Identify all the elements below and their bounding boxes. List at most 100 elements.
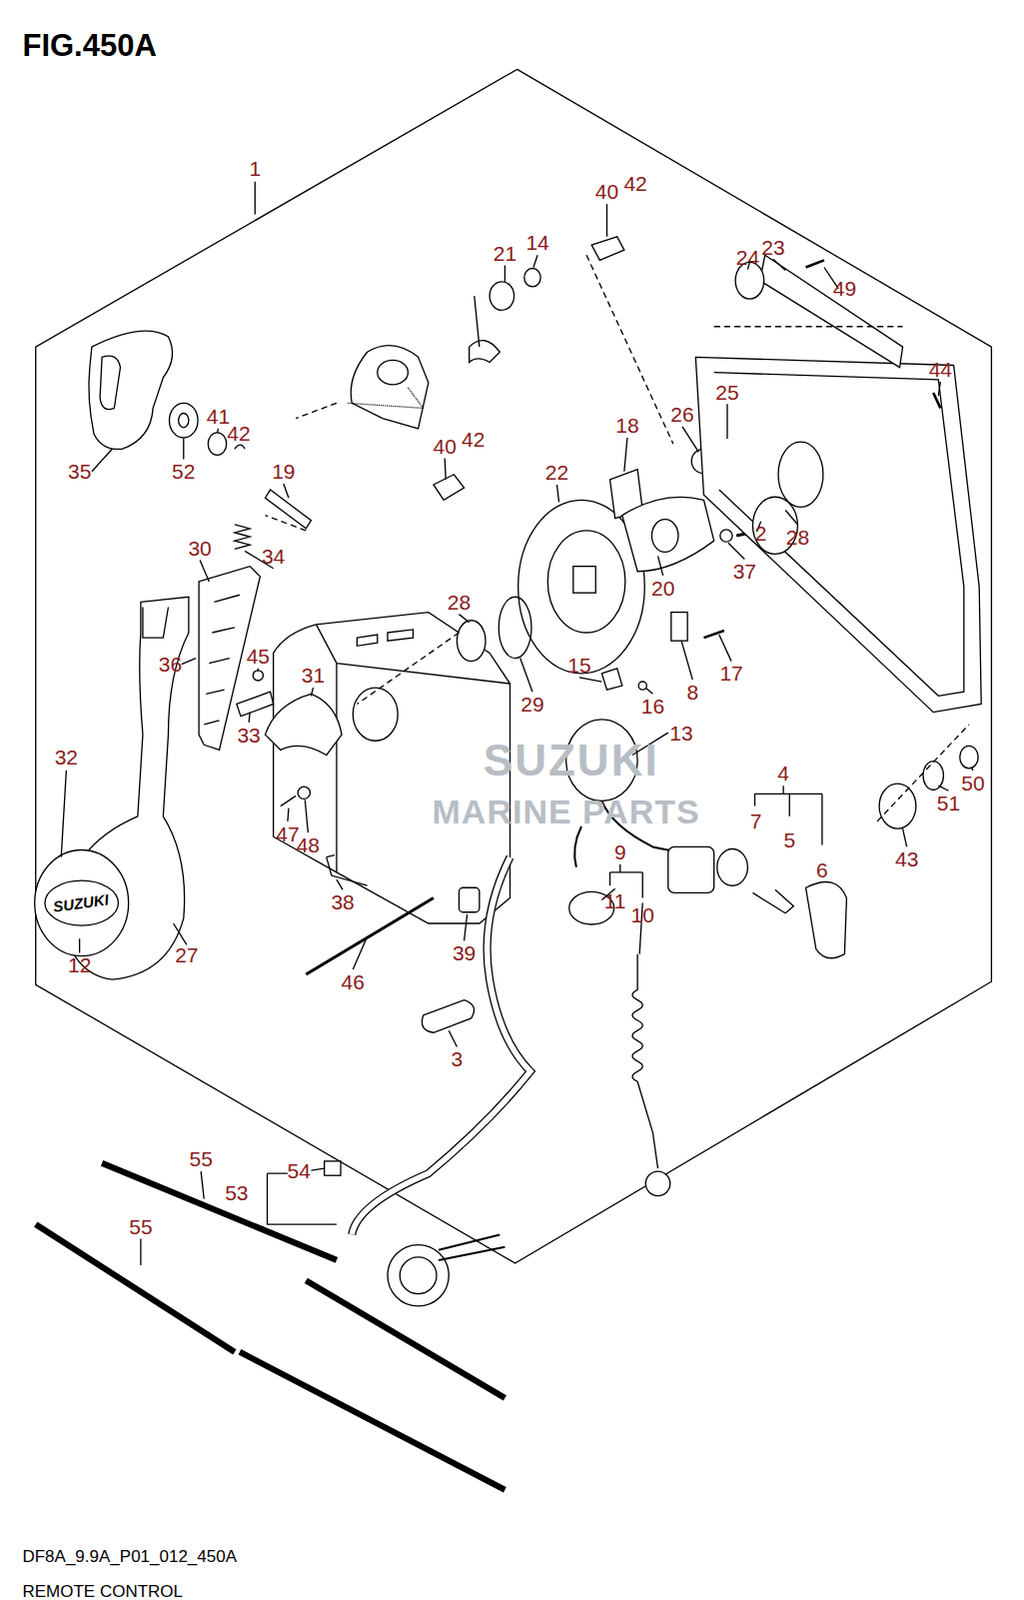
lock-plate — [433, 474, 465, 501]
bushing — [456, 620, 486, 662]
callout-number: 17 — [719, 662, 743, 684]
washer — [923, 761, 944, 791]
callout-number: 29 — [520, 693, 544, 715]
callout-number: 55 — [188, 1147, 212, 1169]
callout-number: 6 — [816, 859, 829, 881]
callout-number: 50 — [961, 772, 985, 794]
washer — [720, 529, 733, 542]
callout-number: 40 — [595, 180, 619, 202]
callout-number: 25 — [715, 381, 739, 403]
callout-number: 39 — [452, 942, 476, 964]
grip — [88, 330, 173, 449]
lanyard-clip — [645, 1170, 671, 1196]
callout-number: 53 — [224, 1181, 248, 1203]
control-cable — [35, 1223, 506, 1489]
callout-number: 38 — [330, 891, 354, 913]
lock-plate — [591, 236, 625, 260]
callout-number: 12 — [67, 954, 91, 976]
callout-number: 40 — [432, 435, 456, 457]
knob — [879, 783, 917, 829]
callout-number: 22 — [545, 461, 569, 483]
wire — [574, 826, 582, 868]
cap-logo-ring — [44, 880, 119, 926]
screw — [806, 259, 825, 267]
assembly-line — [264, 254, 969, 822]
callout-number: 35 — [67, 460, 91, 482]
screw — [638, 681, 647, 690]
leads — [438, 1233, 505, 1260]
housing-bore — [352, 687, 398, 741]
seal — [735, 261, 765, 299]
washer — [207, 432, 226, 455]
callout-number: 24 — [736, 246, 760, 268]
figure-caption: REMOTE CONTROL — [21, 1582, 183, 1600]
plate — [622, 496, 715, 571]
screw — [252, 670, 263, 681]
bushing — [489, 281, 515, 311]
callout-number: 54 — [286, 1159, 310, 1181]
housing-slot — [356, 629, 413, 646]
harness — [351, 857, 531, 1235]
plate — [421, 1000, 474, 1033]
axis — [346, 387, 424, 408]
callout-number: 44 — [929, 358, 953, 380]
square-hole — [573, 566, 596, 594]
cap — [34, 849, 129, 956]
bracket — [326, 855, 368, 887]
connector — [387, 1244, 449, 1306]
harness-fill — [351, 857, 531, 1235]
callout-number: 33 — [236, 724, 260, 746]
switch-face — [717, 848, 749, 886]
clip — [601, 668, 622, 690]
callout-number: 11 — [604, 890, 627, 912]
callout-number: 51 — [937, 792, 961, 814]
plate — [236, 691, 274, 717]
screw — [933, 392, 941, 408]
callout-number: 23 — [761, 236, 785, 258]
callout-number: 27 — [174, 944, 198, 966]
callout-number: 19 — [271, 460, 295, 482]
plate-hole — [651, 519, 679, 553]
kit-outline — [35, 68, 993, 1263]
watermark: MARINE PARTS — [432, 794, 701, 829]
callout-number: 2 — [755, 522, 768, 544]
screw — [280, 795, 296, 806]
screw — [703, 630, 724, 638]
cover-strip — [760, 254, 904, 367]
figure-title: FIG.450A — [21, 29, 156, 61]
clip — [234, 444, 245, 449]
lever-detail — [142, 606, 169, 638]
callout-number: 45 — [246, 645, 270, 667]
callout-number: 43 — [895, 848, 919, 870]
leader-line — [60, 181, 974, 1265]
switch-cap — [806, 882, 848, 959]
callout-number: 7 — [750, 810, 763, 832]
switch — [671, 612, 688, 642]
callout-number: 21 — [493, 242, 517, 264]
callout-number: 42 — [623, 172, 647, 194]
callout-number: 18 — [615, 414, 639, 436]
callout-number: 28 — [447, 591, 471, 613]
drawing-code: DF8A_9.9A_P01_012_450A — [21, 1547, 237, 1565]
connector-face — [399, 1256, 437, 1294]
callout-number: 20 — [651, 577, 675, 599]
nut — [960, 745, 979, 768]
grip-detail — [99, 355, 120, 410]
key-switch — [668, 846, 715, 893]
washer — [524, 268, 541, 287]
callout-number: 15 — [567, 654, 591, 676]
callout-number: 55 — [128, 1215, 152, 1237]
callout-number: 46 — [341, 971, 365, 993]
callout-number: 37 — [733, 560, 757, 582]
bar-detail — [203, 594, 240, 725]
ring — [498, 596, 532, 658]
side-cover — [695, 356, 982, 712]
bracket — [350, 345, 429, 429]
spring — [234, 524, 250, 550]
key — [752, 889, 794, 913]
callout-number: 49 — [833, 277, 857, 299]
callout-number: 28 — [786, 526, 810, 548]
callout-number: 42 — [226, 422, 250, 444]
callout-number: 30 — [187, 537, 211, 559]
callout-number: 31 — [301, 664, 325, 686]
